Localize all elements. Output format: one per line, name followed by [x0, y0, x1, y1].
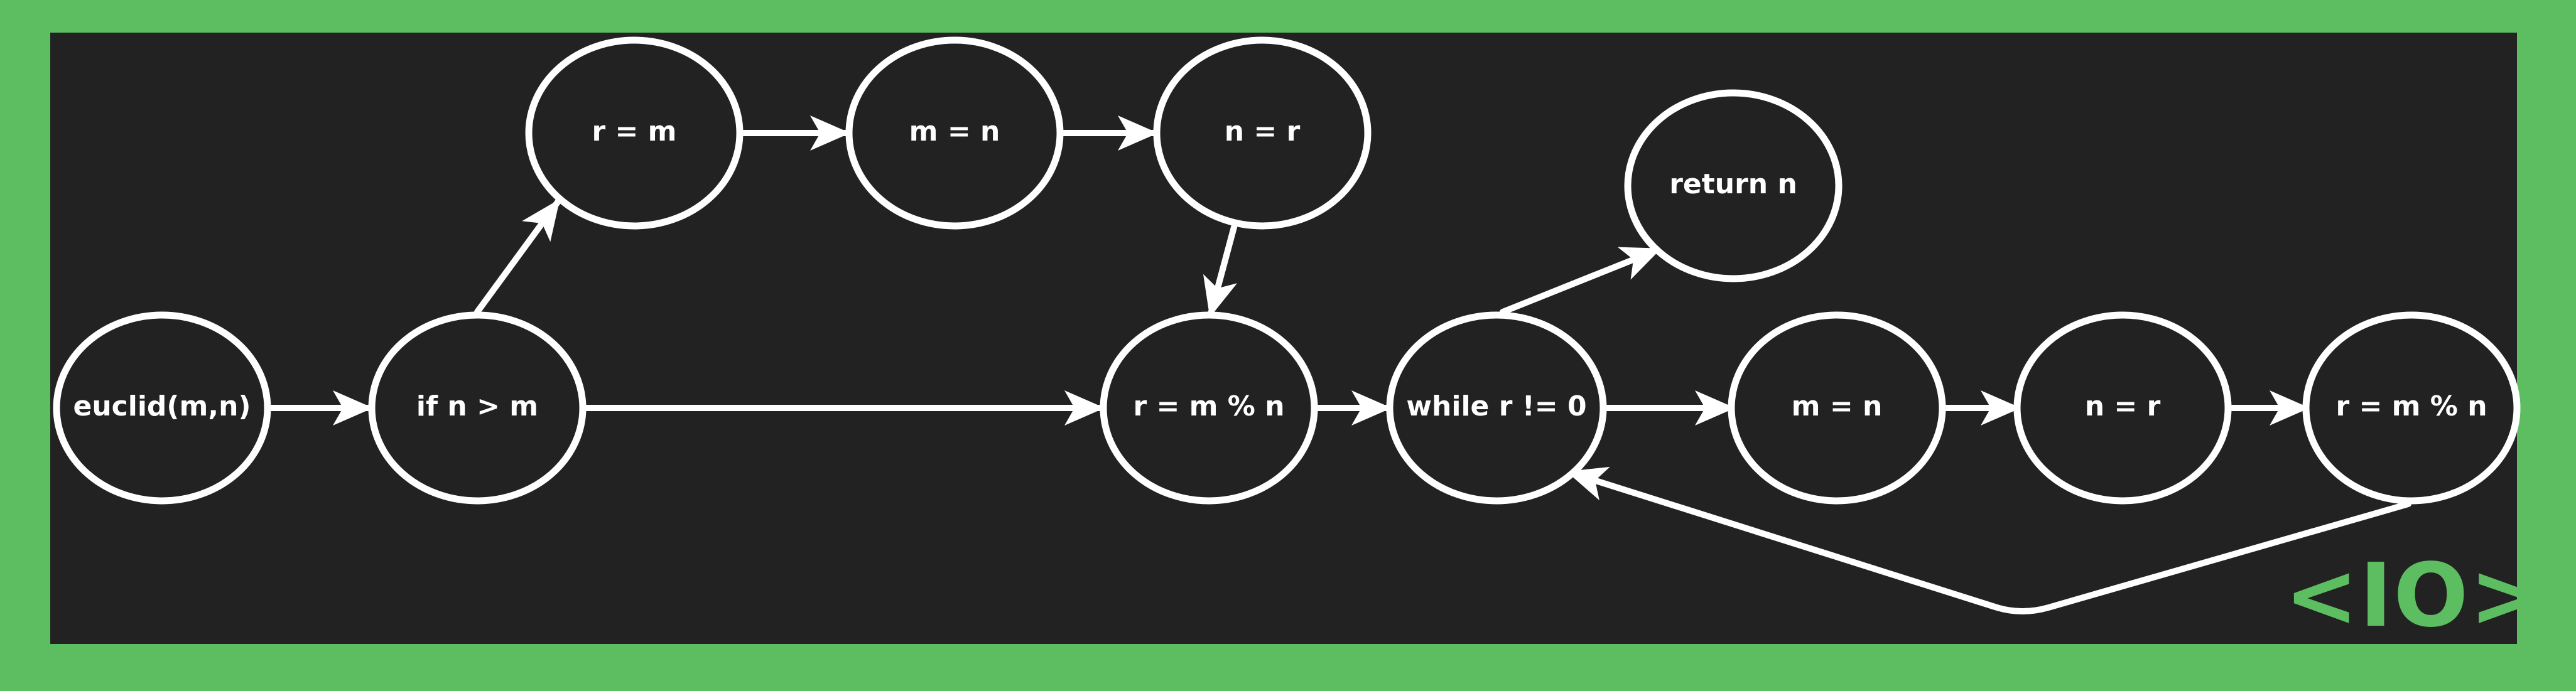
node-euclid-label: euclid(m,n) [73, 390, 251, 422]
edge-while-to-return [1500, 247, 1662, 315]
node-loop-mod-label: r = m % n [2335, 390, 2487, 422]
node-init-mod: r = m % n [1100, 311, 1318, 505]
node-loop-mod: r = m % n [2302, 311, 2521, 505]
node-swap-r-m-label: r = m [592, 115, 676, 147]
node-loop-m-n-label: m = n [1792, 390, 1883, 422]
node-loop-m-n: m = n [1728, 311, 1946, 505]
edge-if-to-swap-r [474, 199, 561, 315]
node-while-loop-label: while r != 0 [1406, 390, 1586, 422]
nodes: euclid(m,n) if n > m r = m m = n n = r r… [53, 36, 2521, 505]
node-while-loop: while r != 0 [1386, 311, 1607, 505]
node-init-mod-label: r = m % n [1133, 390, 1284, 422]
node-swap-r-m: r = m [525, 36, 744, 230]
edges [266, 115, 2411, 614]
node-swap-m-n-label: m = n [909, 115, 1000, 147]
node-return-n: return n [1624, 89, 1843, 282]
node-loop-n-r-label: n = r [2085, 390, 2161, 422]
edge-loop-mod-back-to-while [1566, 466, 2411, 614]
node-loop-n-r: n = r [2013, 311, 2232, 505]
node-if-gt: if n > m [368, 311, 587, 505]
edge-swap-n-to-mod [1203, 224, 1238, 318]
node-swap-n-r-label: n = r [1225, 115, 1301, 147]
node-if-gt-label: if n > m [416, 390, 538, 422]
node-return-n-label: return n [1669, 168, 1797, 200]
node-swap-n-r: n = r [1153, 36, 1372, 230]
node-euclid: euclid(m,n) [53, 311, 271, 505]
io-logo: <IO> [2285, 545, 2545, 647]
node-swap-m-n: m = n [845, 36, 1064, 230]
